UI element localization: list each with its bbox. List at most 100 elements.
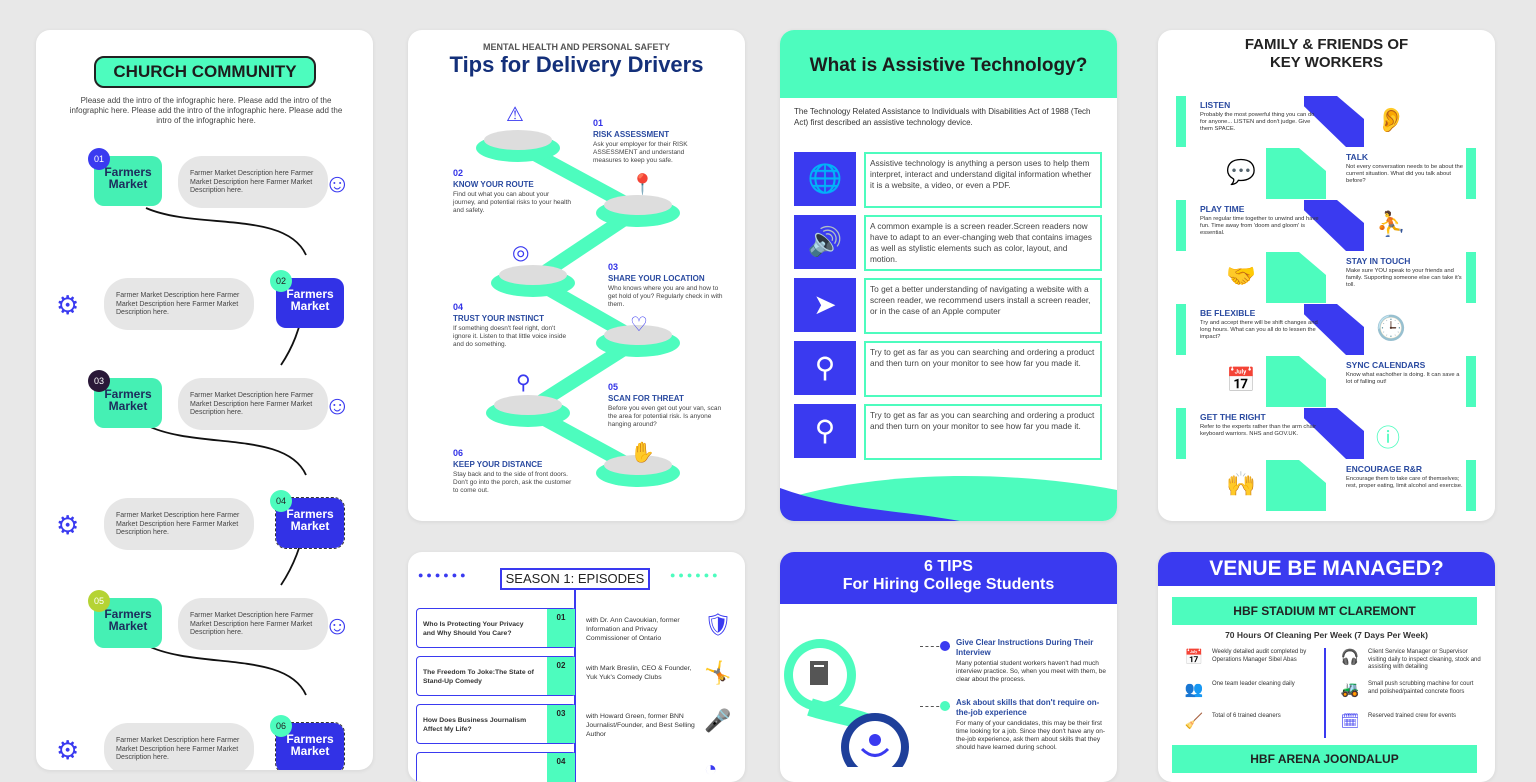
step-description: Farmer Market Description here Farmer Ma… — [104, 723, 254, 770]
template-card-church-community[interactable]: CHURCH COMMUNITY Please add the intro of… — [36, 30, 373, 770]
arrow-shape — [1266, 460, 1326, 511]
team-leader-icon: 👥 — [1184, 681, 1204, 698]
dots-decoration: ●●●●●● — [670, 570, 721, 580]
clock-icon: ◔ — [704, 756, 718, 781]
episode-title: How Does Business Journalism Affect My L… — [423, 717, 527, 733]
navigation-icon: ➤ — [794, 278, 856, 332]
divider — [1324, 648, 1326, 738]
globe-laptop-icon: 🌐 — [794, 152, 856, 206]
step-number: 04 — [453, 302, 464, 312]
accent-bar — [1466, 460, 1476, 511]
tip-heading: STAY IN TOUCH — [1346, 256, 1411, 266]
search-icon: ⚲ — [794, 404, 856, 458]
headset-manager-icon: 🎧 — [1340, 649, 1360, 666]
tip-text: For many of your candidates, this may be… — [956, 720, 1106, 751]
step-text: If something doesn't feel right, don't i… — [453, 325, 567, 348]
venue-section-heading: HBF STADIUM MT CLAREMONT — [1172, 597, 1477, 625]
episode-guest: with Mark Breslin, CEO & Founder, Yuk Yu… — [586, 665, 692, 681]
calendar-check-icon: 🗓 — [1340, 713, 1360, 730]
step-heading: RISK ASSESSMENT — [593, 130, 670, 139]
title-line: FAMILY & FRIENDS OF — [1244, 36, 1409, 53]
step-number: 02 — [453, 168, 464, 178]
episode-number: 02 — [547, 657, 575, 695]
chat-person-icon: 💬 — [1226, 159, 1256, 186]
step-heading: KNOW YOUR ROUTE — [453, 180, 534, 189]
puzzle-icon: ⚙ — [56, 735, 80, 765]
handshake-icon: 🤝 — [1226, 263, 1256, 290]
accent-bar — [1176, 304, 1186, 355]
step-number-badge: 04 — [270, 490, 292, 512]
accent-bar — [1466, 356, 1476, 407]
wave-decoration — [780, 476, 1117, 521]
venue-title: VENUE BE MANAGED? — [1158, 552, 1495, 586]
dashed-connector — [920, 646, 950, 647]
venue-section-heading: HBF ARENA JOONDALUP — [1172, 745, 1477, 773]
venue-detail: Client Service Manager or Supervisor vis… — [1368, 649, 1481, 670]
step-number: 06 — [453, 448, 464, 458]
step-text: Ask your employer for their RISK ASSESSM… — [593, 141, 688, 164]
search-icon: ⚲ — [794, 341, 856, 395]
step-description: Farmer Market Description here Farmer Ma… — [104, 498, 254, 550]
accent-bar — [1176, 200, 1186, 251]
venue-detail: Weekly detailed audit completed by Opera… — [1212, 649, 1307, 663]
step-number-badge: 02 — [270, 270, 292, 292]
ear-icon: 👂 — [1376, 107, 1406, 134]
episode-guest: with Dr. Ann Cavoukian, former Informati… — [586, 617, 680, 642]
step-number-badge: 05 — [88, 590, 110, 612]
venue-detail: Small push scrubbing machine for court a… — [1368, 681, 1474, 695]
scrubber-machine-icon: 🚜 — [1340, 681, 1360, 698]
step-description: Farmer Market Description here Farmer Ma… — [178, 378, 328, 430]
kids-playing-icon: ⛹ — [1376, 211, 1406, 238]
monitor-speaker-icon: 🔊 — [794, 215, 856, 269]
people-flag-icon: ☺ — [324, 168, 351, 198]
tip-heading: Give Clear Instructions During Their Int… — [956, 638, 1094, 657]
dashed-connector — [920, 706, 950, 707]
shield-lock-icon: 🛡 — [704, 612, 732, 637]
tip-heading: BE FLEXIBLE — [1200, 308, 1256, 318]
heart-handshake-icon: ♡ — [630, 314, 648, 336]
template-card-delivery-drivers[interactable]: MENTAL HEALTH AND PERSONAL SAFETY Tips f… — [408, 30, 745, 521]
accent-bar — [1176, 96, 1186, 147]
info-text-box: Assistive technology is anything a perso… — [864, 152, 1102, 208]
calendar-icon: 📅 — [1226, 367, 1256, 394]
episode-number: 01 — [547, 609, 575, 647]
step-text: Who knows where you are and how to get h… — [608, 285, 723, 308]
step-description: Farmer Market Description here Farmer Ma… — [178, 598, 328, 650]
info-icon: ⓘ — [1376, 425, 1400, 452]
episode-card[interactable]: 04 — [416, 752, 576, 782]
arrow-shape — [1266, 356, 1326, 407]
farmers-market-box: Farmers Market — [276, 278, 344, 328]
venue-detail: Total of 6 trained cleaners — [1212, 713, 1281, 719]
people-circles-icon: ☺ — [324, 610, 351, 640]
tip-description: Plan regular time together to unwind and… — [1200, 216, 1319, 236]
template-card-venue-managed[interactable]: VENUE BE MANAGED? HBF STADIUM MT CLAREMO… — [1158, 552, 1495, 782]
venue-detail: Reserved trained crew for events — [1368, 713, 1457, 719]
info-text-box: Try to get as far as you can searching a… — [864, 404, 1102, 460]
template-card-assistive-technology[interactable]: What is Assistive Technology? The Techno… — [780, 30, 1117, 521]
accent-bar — [1466, 252, 1476, 303]
magnifier-icon: ⚲ — [516, 372, 531, 394]
hands-together-icon: ☺ — [324, 390, 351, 420]
info-text-box: Try to get as far as you can searching a… — [864, 341, 1102, 397]
